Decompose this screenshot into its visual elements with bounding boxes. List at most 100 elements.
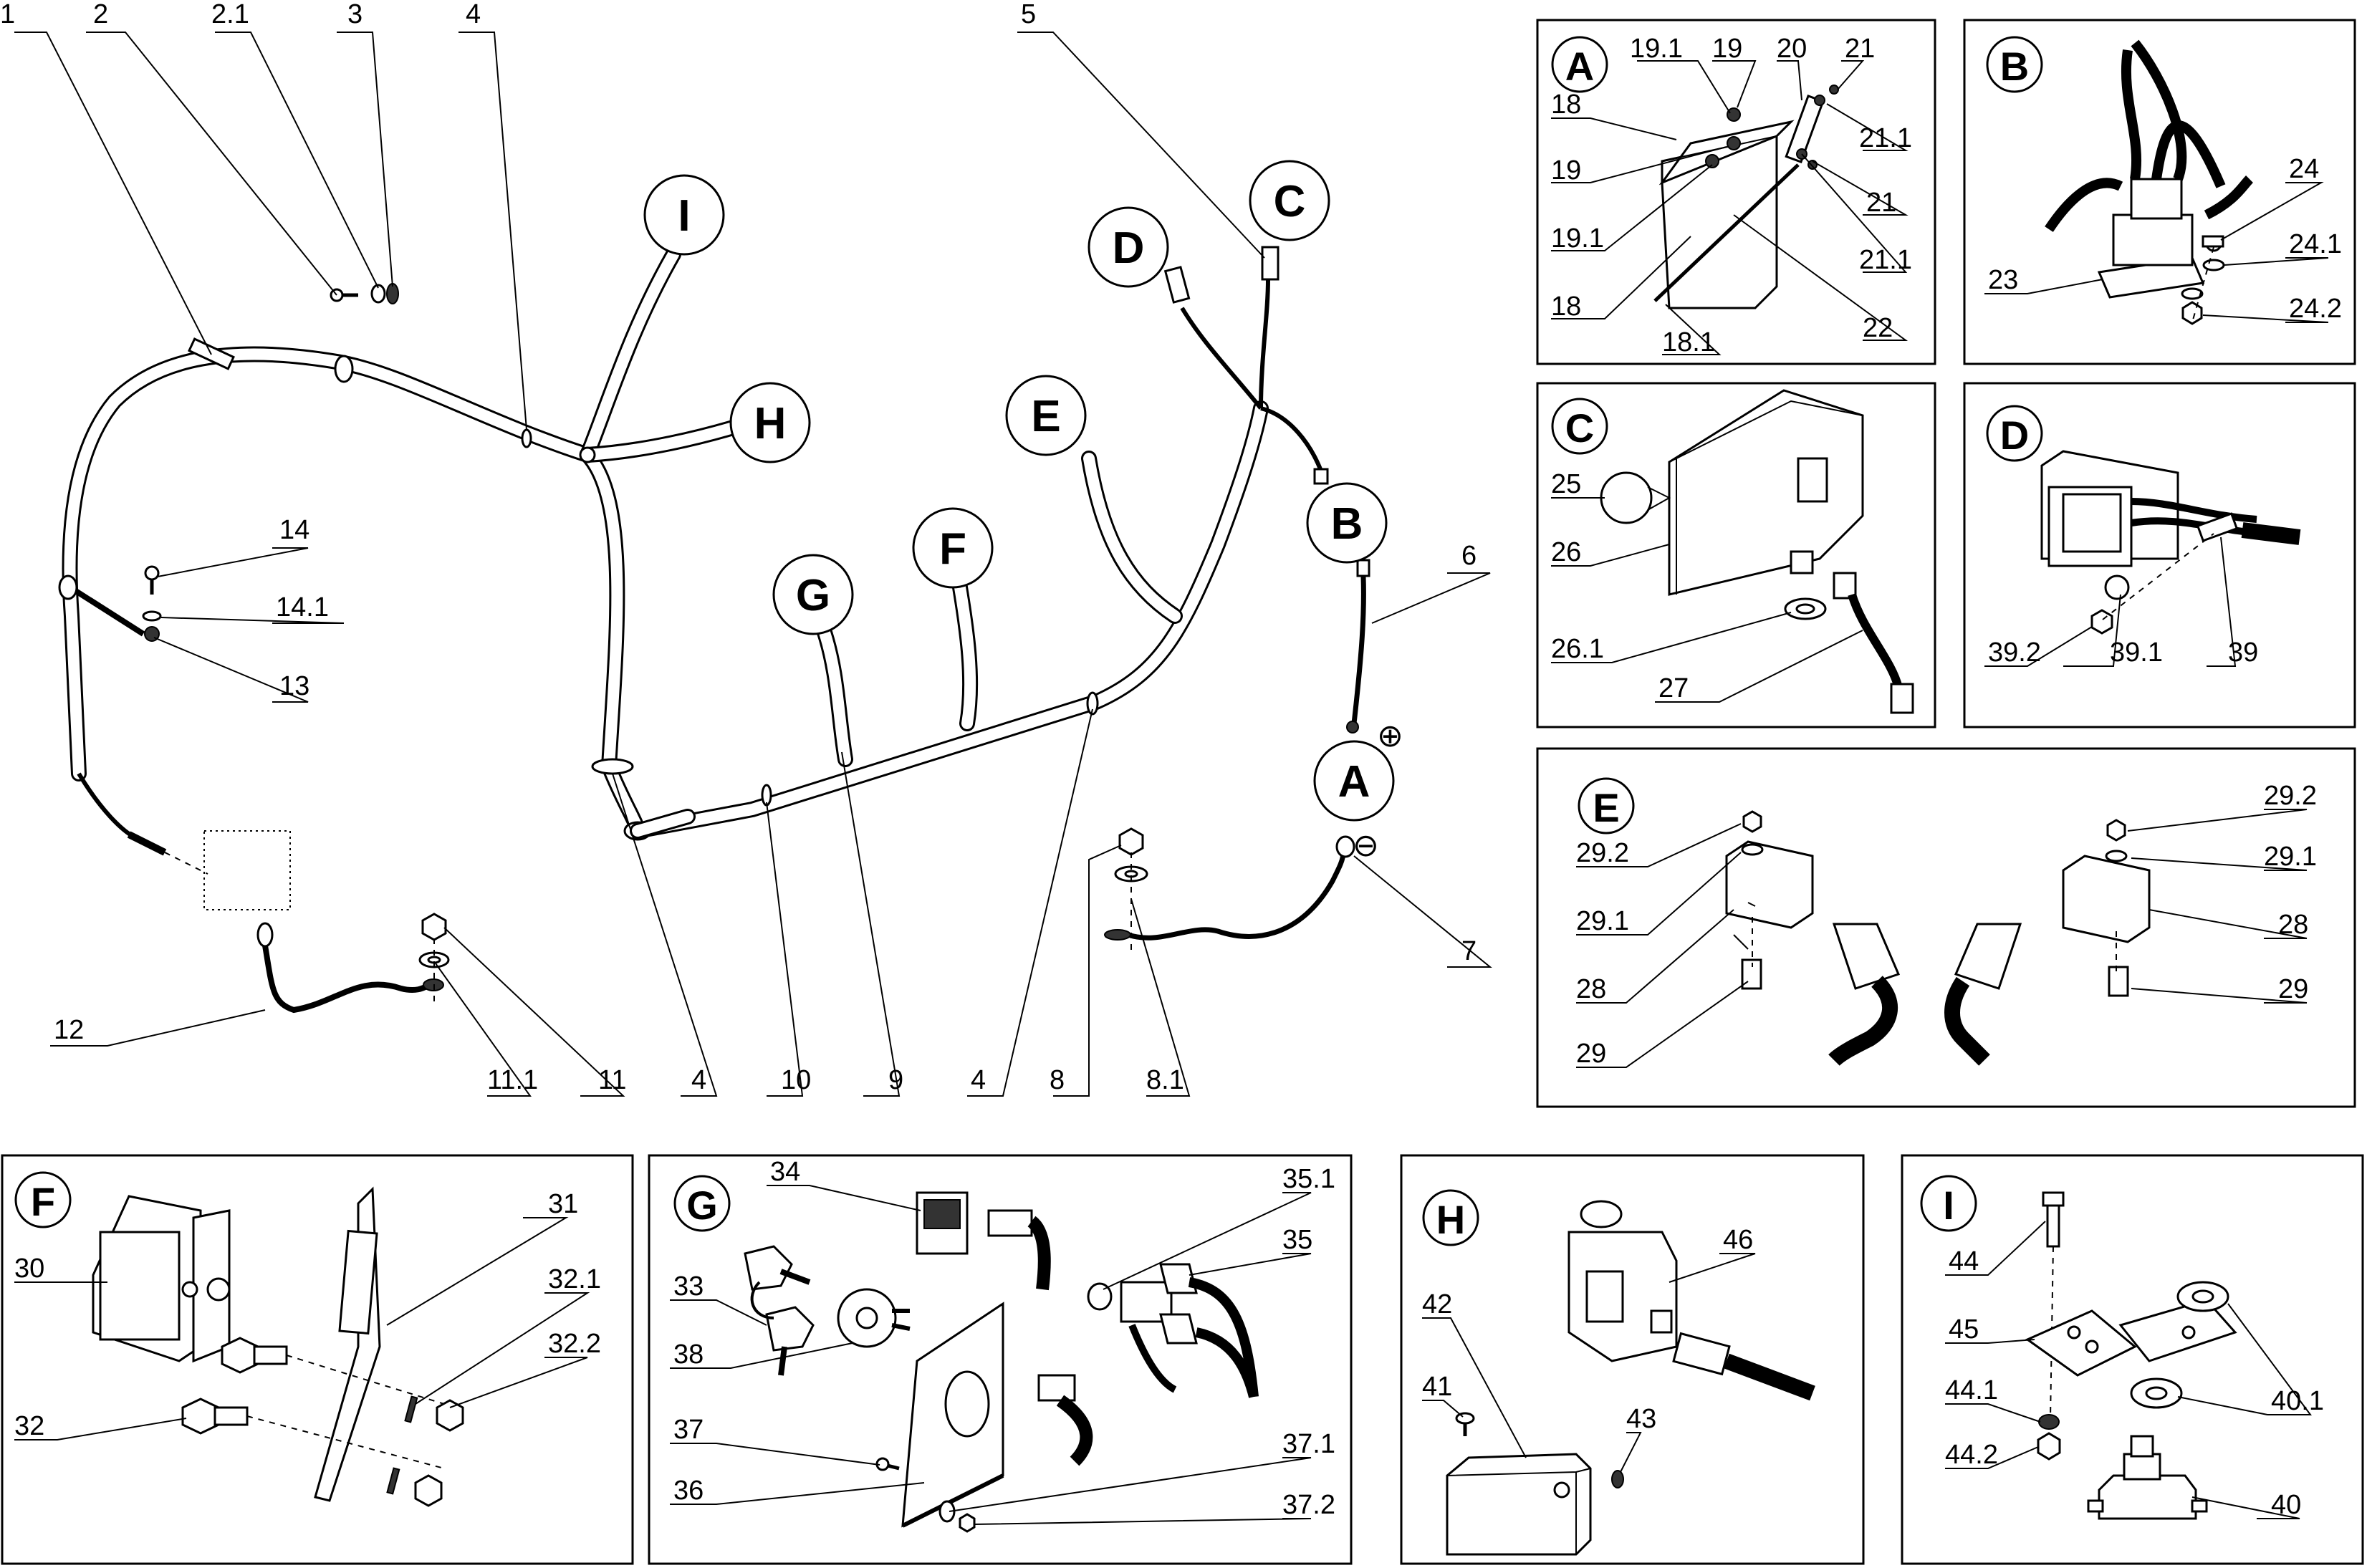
marker-I: I <box>643 174 725 256</box>
panel-A-letter: A <box>1565 44 1594 89</box>
panel-F-label-32.1: 32.1 <box>548 1264 601 1294</box>
callout-2.1: 2.1 <box>211 0 249 29</box>
panel-C-label-26.1: 26.1 <box>1551 634 1604 664</box>
panel-G-label-35: 35 <box>1282 1225 1312 1255</box>
panel-A-label-21.1-top: 21.1 <box>1859 123 1912 153</box>
panel-H-label-43: 43 <box>1626 1404 1656 1434</box>
panel-E-label-29.2-right: 29.2 <box>2264 781 2317 811</box>
panel-E-letter: E <box>1593 785 1619 830</box>
panel-A-label-21-mid: 21 <box>1866 188 1896 218</box>
panel-G-label-34: 34 <box>770 1157 800 1187</box>
circle-markers: I H G F E D C B <box>643 160 1403 863</box>
panel-E-label-29-right: 29 <box>2278 974 2308 1004</box>
panel-H: H 46 42 41 43 <box>1400 1154 1865 1565</box>
marker-A: A <box>1313 740 1395 822</box>
panel-I: I 44 45 40.1 44.1 44.2 <box>1901 1154 2364 1565</box>
panel-I-label-44.2: 44.2 <box>1945 1440 1998 1470</box>
callout-3: 3 <box>347 0 363 29</box>
panel-D: D 39.2 39.1 39 <box>1963 382 2356 728</box>
callout-8.1: 8.1 <box>1146 1065 1184 1095</box>
panel-I-label-40.1: 40.1 <box>2271 1386 2324 1416</box>
panel-E: E 29.2 29.1 28 29 29.2 29.1 28 29 <box>1536 747 2356 1108</box>
svg-text:A: A <box>1338 757 1370 807</box>
svg-text:E: E <box>1031 392 1060 441</box>
main-leader-lines <box>14 32 1492 1097</box>
polarity-minus: ⊖ <box>1353 828 1379 863</box>
panel-A-label-21.1-bottom: 21.1 <box>1859 245 1912 275</box>
panel-I-label-40: 40 <box>2271 1490 2301 1520</box>
callout-4-left: 4 <box>691 1065 706 1095</box>
panel-A-label-18-bottom: 18 <box>1551 292 1581 322</box>
panel-C-letter: C <box>1565 405 1594 451</box>
panel-G-label-33: 33 <box>673 1271 704 1302</box>
panel-B-label-24.1: 24.1 <box>2289 229 2342 259</box>
svg-text:C: C <box>1274 177 1306 226</box>
marker-C: C <box>1249 160 1330 241</box>
panel-G-label-38: 38 <box>673 1339 704 1370</box>
panel-A-label-21-top: 21 <box>1845 34 1875 64</box>
panel-A-label-19-top: 19 <box>1712 34 1742 64</box>
panel-A-label-20: 20 <box>1777 34 1807 64</box>
callout-2: 2 <box>93 0 108 29</box>
panel-I-label-45: 45 <box>1949 1314 1979 1345</box>
callout-14: 14 <box>279 515 309 545</box>
panel-A: A 19.1 19 20 21 18 21.1 19 21 <box>1536 19 1936 365</box>
panel-E-label-29.1-right: 29.1 <box>2264 842 2317 872</box>
callout-13: 13 <box>279 671 309 701</box>
panel-E-label-28-left: 28 <box>1576 974 1606 1004</box>
svg-text:F: F <box>939 524 966 574</box>
marker-D: D <box>1088 206 1169 288</box>
panel-E-label-29-left: 29 <box>1576 1039 1606 1069</box>
panel-F-label-30: 30 <box>14 1254 44 1284</box>
panel-F-label-32: 32 <box>14 1411 44 1441</box>
panel-A-label-22: 22 <box>1863 313 1893 343</box>
panel-G-label-36: 36 <box>673 1476 704 1506</box>
callout-1: 1 <box>0 0 15 29</box>
panel-F-letter: F <box>31 1179 55 1224</box>
panel-G-label-37.1: 37.1 <box>1282 1429 1335 1459</box>
main-callout-labels: 1 2 2.1 3 4 5 6 7 8 8.1 9 10 4 4 11 11.1… <box>0 0 1477 1095</box>
svg-text:H: H <box>754 399 787 448</box>
panel-D-label-39.1: 39.1 <box>2110 638 2163 668</box>
panel-B: B 24 23 24.1 24.2 <box>1963 19 2356 365</box>
panel-A-label-19.1-mid: 19.1 <box>1551 223 1604 254</box>
svg-text:G: G <box>796 571 830 620</box>
panel-C-label-27: 27 <box>1658 673 1689 703</box>
panel-A-label-18.1: 18.1 <box>1662 327 1715 357</box>
panel-I-letter: I <box>1943 1183 1954 1228</box>
panel-A-label-19-mid: 19 <box>1551 155 1581 186</box>
panel-I-label-44.1: 44.1 <box>1945 1375 1998 1405</box>
marker-E: E <box>1005 375 1087 456</box>
callout-11.1: 11.1 <box>487 1065 538 1095</box>
callout-11: 11 <box>598 1065 626 1095</box>
marker-F: F <box>912 507 994 589</box>
panel-C-label-25: 25 <box>1551 469 1581 499</box>
callout-7: 7 <box>1461 936 1477 966</box>
marker-G: G <box>772 554 854 635</box>
callout-6: 6 <box>1461 541 1477 571</box>
marker-B: B <box>1306 482 1388 564</box>
main-harness <box>58 246 1370 1014</box>
panel-C: C 25 26 26.1 27 <box>1536 382 1936 728</box>
panel-H-label-42: 42 <box>1422 1289 1452 1319</box>
callout-4-right: 4 <box>971 1065 986 1095</box>
panel-F-label-31: 31 <box>548 1189 578 1219</box>
callout-12: 12 <box>54 1015 84 1045</box>
panel-H-label-41: 41 <box>1422 1372 1452 1402</box>
marker-H: H <box>729 382 811 463</box>
panel-G-letter: G <box>686 1183 718 1228</box>
panel-D-label-39: 39 <box>2228 638 2258 668</box>
panel-C-label-26: 26 <box>1551 537 1581 567</box>
panel-D-letter: D <box>2000 413 2029 458</box>
svg-text:I: I <box>678 191 690 241</box>
callout-14.1: 14.1 <box>276 592 329 622</box>
panel-G-label-37: 37 <box>673 1415 704 1445</box>
panel-H-letter: H <box>1436 1197 1465 1242</box>
panel-B-letter: B <box>2000 44 2029 89</box>
panel-G-label-37.2: 37.2 <box>1282 1490 1335 1520</box>
panel-A-label-19.1-top: 19.1 <box>1630 34 1683 64</box>
panel-B-label-24: 24 <box>2289 154 2319 184</box>
panel-G: G <box>648 1154 1353 1565</box>
panel-F: F 31 30 32.1 32.2 32 <box>1 1154 634 1565</box>
